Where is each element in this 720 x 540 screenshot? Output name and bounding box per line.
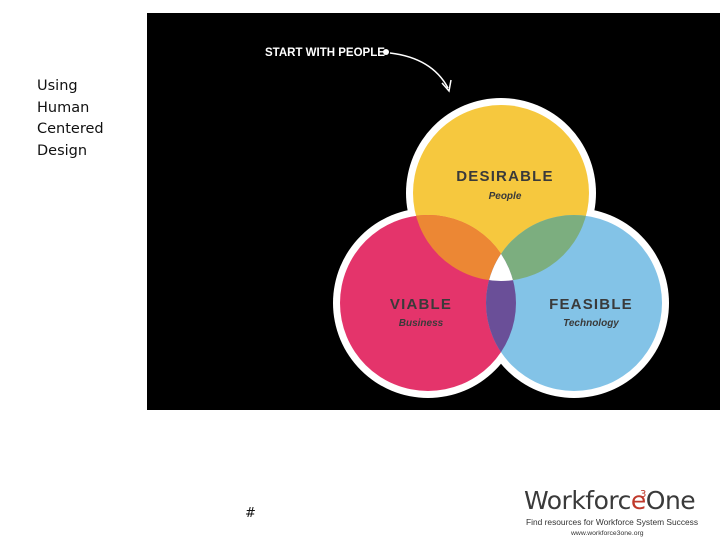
viable-title: VIABLE <box>390 296 452 313</box>
desirable-title: DESIRABLE <box>456 168 553 185</box>
viable-subtitle: Business <box>399 318 444 329</box>
logo-wordmark: WorkforceOne <box>524 486 696 515</box>
feasible-subtitle: Technology <box>563 318 619 329</box>
sidebar-line: Using <box>37 78 78 94</box>
desirable-subtitle: People <box>489 191 522 202</box>
curved-arrow <box>389 52 449 89</box>
sidebar-title: Using Human Centered Design <box>37 76 127 162</box>
workforce3one-logo: WorkforceOne 3 Find resources for Workfo… <box>524 486 714 540</box>
venn-diagram: START WITH PEOPLE DESIRABLE People VIABL… <box>265 47 669 398</box>
sidebar-line: Human <box>37 99 90 116</box>
logo-tagline: Find resources for Workforce System Succ… <box>526 517 699 527</box>
logo-url: www.workforce3one.org <box>571 530 644 537</box>
desirable-feasible-overlap <box>486 215 589 281</box>
logo-superscript: 3 <box>640 489 647 500</box>
feasible-title: FEASIBLE <box>549 296 633 313</box>
sidebar-line: Design <box>37 142 88 159</box>
arrow-start-dot <box>383 49 389 55</box>
desirable-viable-overlap <box>413 215 516 281</box>
slide-number: # <box>245 506 256 521</box>
arrow-head-icon <box>441 79 452 93</box>
sidebar-line: Centered <box>37 121 104 137</box>
venn-diagram-panel: START WITH PEOPLE DESIRABLE People VIABL… <box>147 13 720 410</box>
start-label: START WITH PEOPLE <box>265 47 385 59</box>
